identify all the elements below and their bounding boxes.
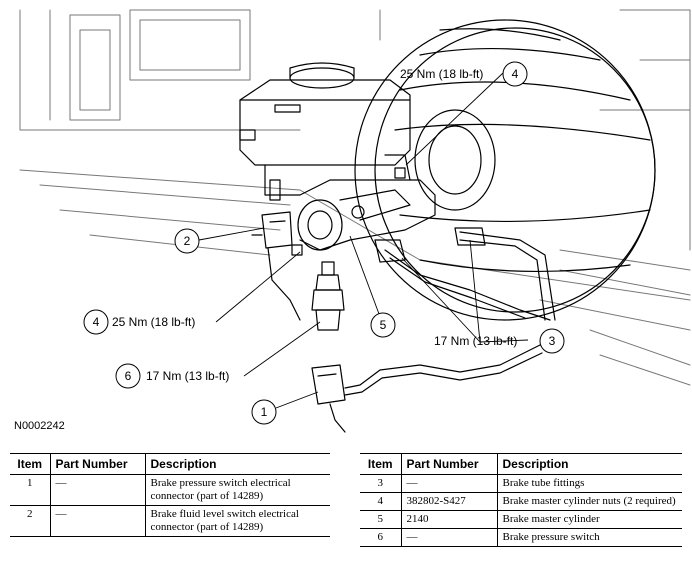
- header-item: Item: [360, 453, 401, 475]
- leader-5: [349, 235, 383, 323]
- leader-3b: [469, 239, 481, 343]
- leader-4-top: [405, 72, 504, 166]
- table-row: 1 — Brake pressure switch electrical con…: [10, 474, 330, 506]
- brake-assembly-illustration: 1 2 17 Nm (13 lb-ft) 3 25 Nm (18 lb-ft) …: [19, 9, 691, 433]
- figure-id: N0002242: [14, 420, 65, 432]
- callout-3: 17 Nm (13 lb-ft) 3: [434, 328, 565, 354]
- cell-part-number: 2140: [400, 510, 497, 529]
- table-header-row: Item Part Number Description: [360, 453, 682, 475]
- cell-part-number: —: [400, 528, 497, 547]
- cell-description: Brake master cylinder: [496, 510, 682, 529]
- cell-item: 3: [360, 474, 401, 493]
- svg-text:1: 1: [261, 405, 268, 419]
- cell-item: 2: [10, 505, 50, 537]
- svg-text:4: 4: [512, 67, 519, 81]
- header-part-number: Part Number: [49, 453, 145, 475]
- callout-2: 2: [174, 228, 200, 254]
- table-row: 5 2140 Brake master cylinder: [360, 510, 682, 529]
- svg-text:17 Nm (13 lb-ft): 17 Nm (13 lb-ft): [434, 334, 517, 348]
- leader-1: [275, 391, 319, 409]
- callout-6: 6 17 Nm (13 lb-ft): [115, 363, 229, 389]
- svg-text:5: 5: [380, 318, 387, 332]
- cell-item: 4: [360, 492, 401, 511]
- table-row: 3 — Brake tube fittings: [360, 474, 682, 493]
- fluid-reservoir: [239, 62, 411, 166]
- leader-4-left: [215, 251, 301, 323]
- callout-1: 1: [251, 399, 277, 425]
- leader-3a: [401, 257, 481, 343]
- brake-tubes: [374, 227, 556, 321]
- parts-table-right: Item Part Number Description 3 — Brake t…: [360, 453, 682, 547]
- master-cylinder: [264, 154, 436, 251]
- svg-text:25 Nm (18 lb-ft): 25 Nm (18 lb-ft): [400, 67, 483, 81]
- cell-description: Brake tube fittings: [496, 474, 682, 493]
- svg-text:2: 2: [184, 234, 191, 248]
- table-row: 6 — Brake pressure switch: [360, 528, 682, 547]
- header-item: Item: [10, 453, 50, 475]
- table-row: 4 382802-S427 Brake master cylinder nuts…: [360, 492, 682, 511]
- svg-text:17 Nm (13 lb-ft): 17 Nm (13 lb-ft): [146, 369, 229, 383]
- cell-description: Brake pressure switch: [496, 528, 682, 547]
- svg-text:4: 4: [93, 315, 100, 329]
- cell-description: Brake master cylinder nuts (2 required): [496, 492, 682, 511]
- cell-part-number: —: [49, 505, 145, 537]
- firewall-panel: [19, 9, 691, 386]
- cell-item: 1: [10, 474, 50, 506]
- cell-part-number: —: [49, 474, 145, 506]
- table-header-row: Item Part Number Description: [10, 453, 330, 475]
- header-description: Description: [496, 453, 682, 475]
- parts-table-left: Item Part Number Description 1 — Brake p…: [10, 453, 330, 537]
- header-part-number: Part Number: [400, 453, 497, 475]
- cell-description: Brake fluid level switch electrical conn…: [144, 505, 330, 537]
- pressure-switch: [291, 244, 345, 331]
- svg-text:25 Nm (18 lb-ft): 25 Nm (18 lb-ft): [112, 315, 195, 329]
- callout-4-top: 25 Nm (18 lb-ft) 4: [400, 61, 528, 87]
- header-description: Description: [144, 453, 330, 475]
- cell-description: Brake pressure switch electrical connect…: [144, 474, 330, 506]
- callout-4-left: 4 25 Nm (18 lb-ft): [83, 309, 195, 335]
- cell-item: 5: [360, 510, 401, 529]
- brake-booster: [354, 19, 656, 321]
- leader-2: [198, 227, 265, 241]
- callout-5: 5: [370, 312, 396, 338]
- cell-part-number: —: [400, 474, 497, 493]
- cell-item: 6: [360, 528, 401, 547]
- svg-text:6: 6: [125, 369, 132, 383]
- leader-6: [243, 321, 321, 377]
- svg-text:3: 3: [549, 334, 556, 348]
- pressure-switch-connector: [311, 339, 561, 433]
- cell-part-number: 382802-S427: [400, 492, 497, 511]
- table-row: 2 — Brake fluid level switch electrical …: [10, 505, 330, 537]
- leader-3: [479, 339, 529, 343]
